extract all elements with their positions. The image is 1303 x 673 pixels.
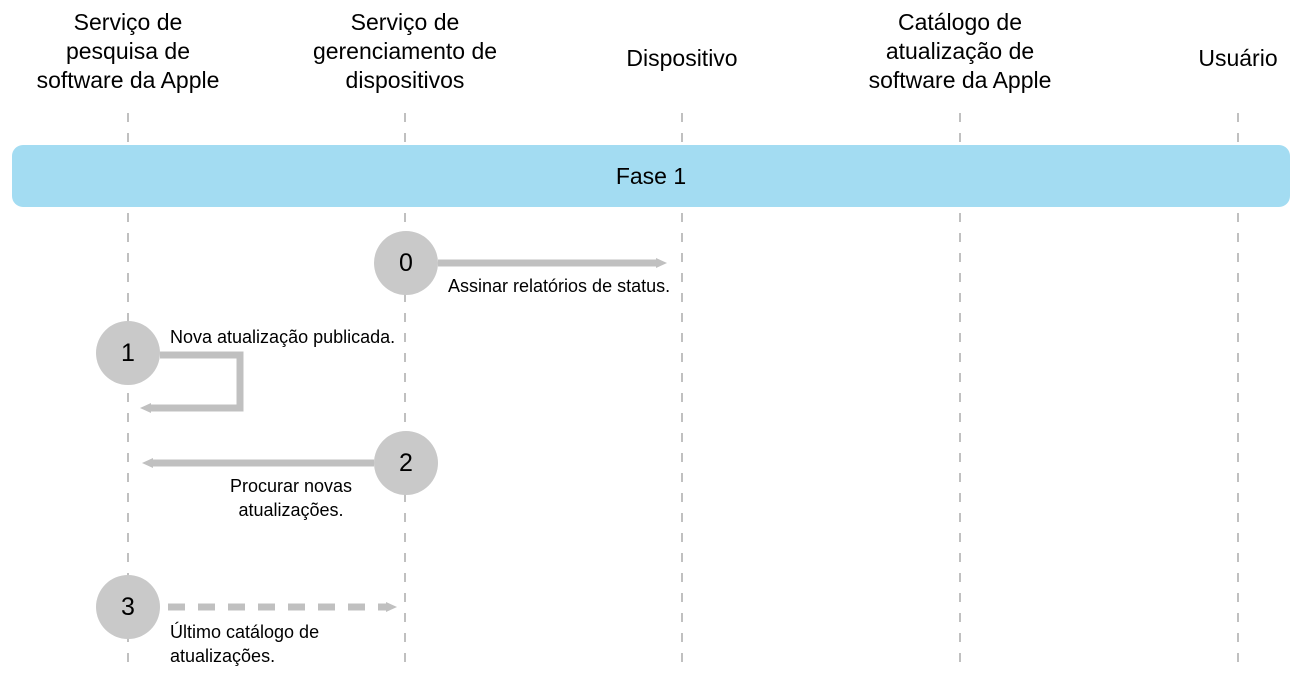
lane-header-apple-software-lookup: Serviço de pesquisa de software da Apple [36,9,220,93]
message-label-3: Último catálogo de atualizações. [170,622,320,666]
phase-label: Fase 1 [615,162,687,189]
step-badge-2: 2 [374,431,438,495]
step-badge-0: 0 [374,231,438,295]
message-arrow-1 [140,351,244,413]
step-badge-1: 1 [96,321,160,385]
message-label-1: Nova atualização publicada. [170,327,396,347]
message-label-2: Procurar novas atualizações. [229,476,353,520]
lane-header-device: Dispositivo [626,45,738,71]
step-badge-3: 3 [96,575,160,639]
phase-band: Fase 1 [12,145,1290,207]
message-label-0: Assinar relatórios de status. [448,276,671,296]
lane-header-apple-update-catalog: Catálogo de atualização de software da A… [868,9,1052,93]
lane-header-user: Usuário [1198,45,1278,71]
lane-header-device-management: Serviço de gerenciamento de dispositivos [312,9,498,93]
